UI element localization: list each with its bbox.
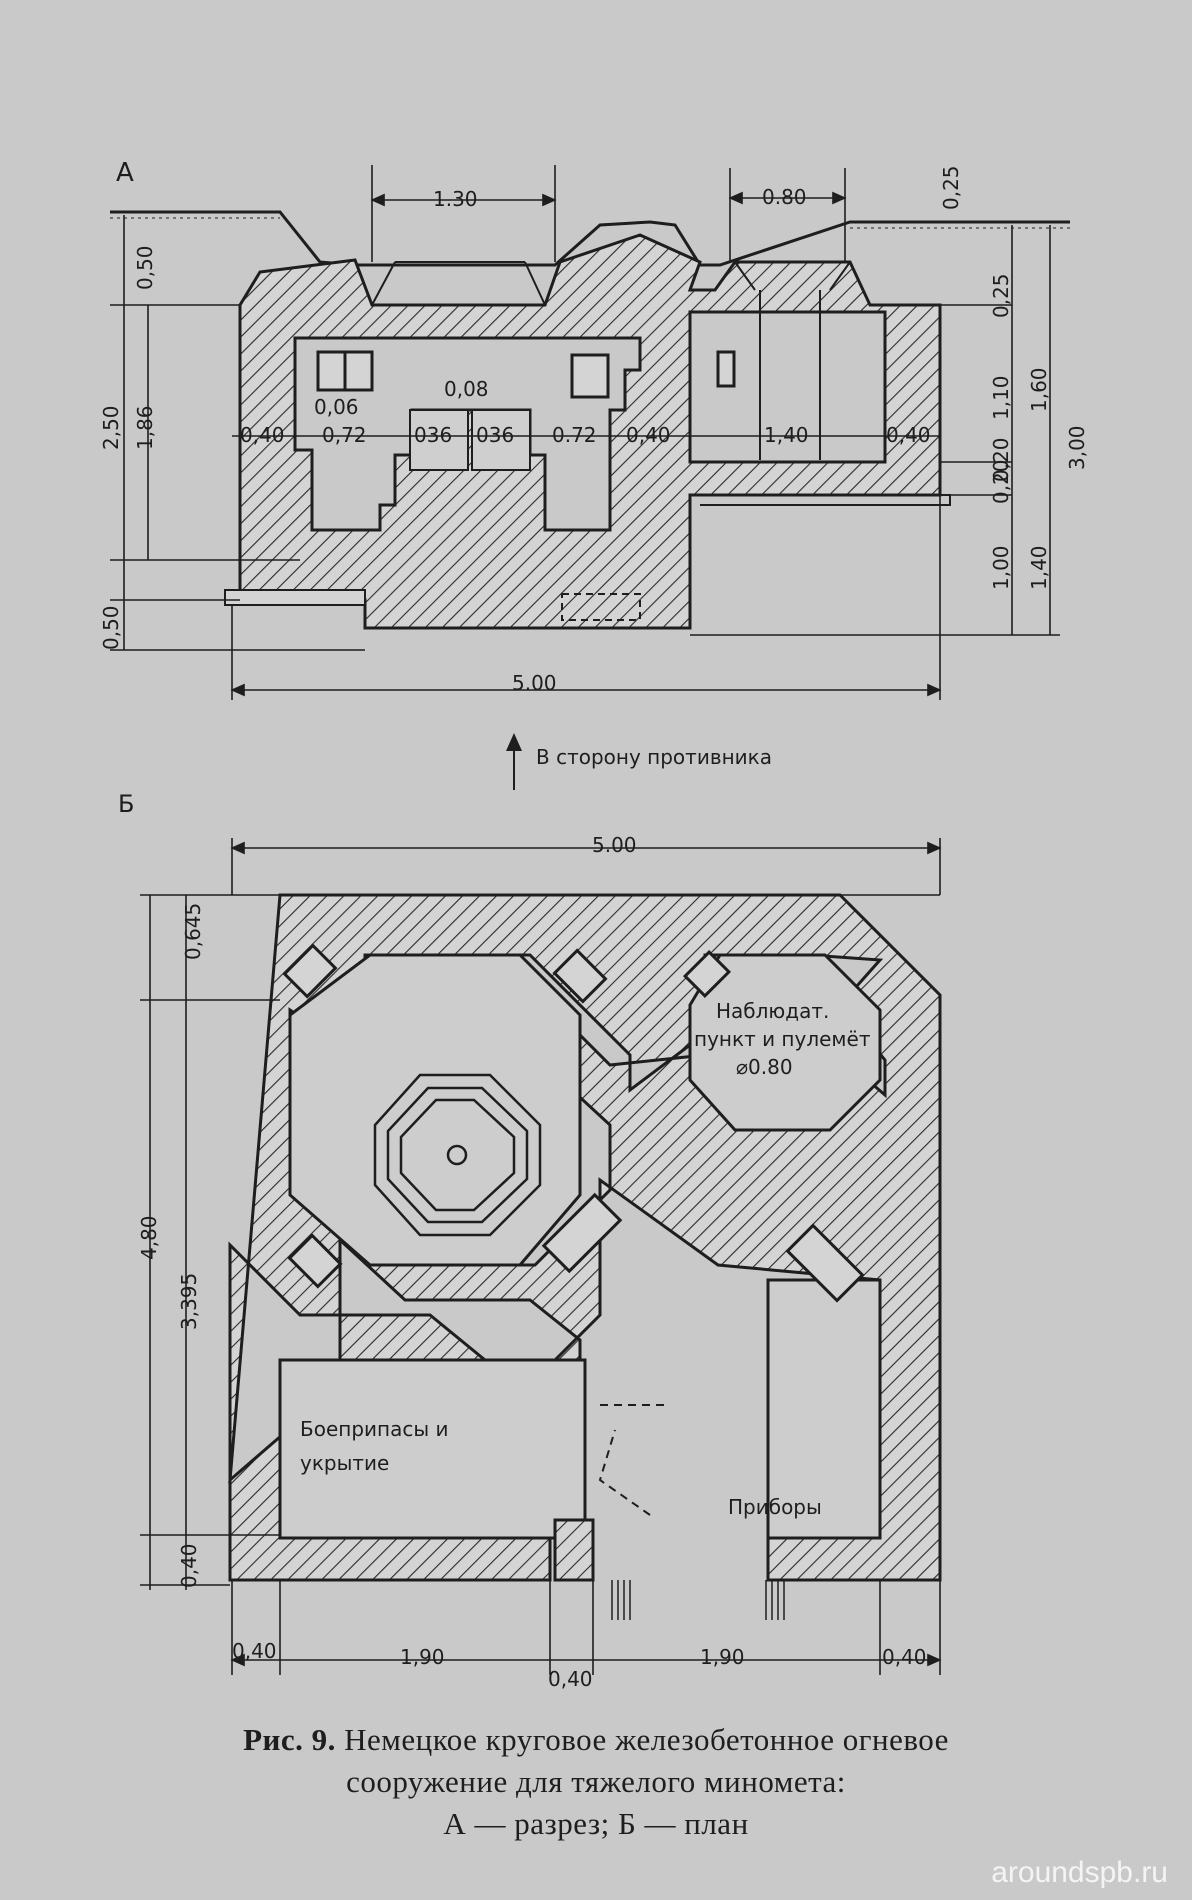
ammo-label-2: укрытие [300, 1451, 389, 1475]
dim-0-25-top: 0,25 [939, 165, 963, 210]
dim-0-72-b: 0.72 [552, 423, 597, 447]
embrasure-small [716, 350, 736, 388]
observation-label-3: ⌀0.80 [736, 1055, 793, 1079]
dim-3-395: 3,395 [177, 1273, 201, 1330]
dim-0-08: 0,08 [444, 377, 489, 401]
b-dim-labels: 5.00 0,645 4,80 3,395 0,40 0,40 1,90 0,4… [137, 833, 927, 1691]
dim-r-3-00: 3,00 [1065, 425, 1089, 470]
dim-0-06: 0,06 [314, 395, 359, 419]
ammo-room [278, 1358, 587, 1540]
observation-label-1: Наблюдат. [716, 999, 829, 1023]
dim-0-645: 0,645 [181, 903, 205, 960]
dim-b-1-90-a: 1,90 [400, 1645, 445, 1669]
dim-4-80: 4,80 [137, 1215, 161, 1260]
room-labels: Наблюдат. пункт и пулемёт ⌀0.80 Боеприпа… [300, 999, 871, 1519]
dim-0-80: 0.80 [762, 185, 807, 209]
devices-label: Приборы [728, 1495, 822, 1519]
dim-b-0-40-a: 0,40 [232, 1639, 277, 1663]
dim-0-72-a: 0,72 [322, 423, 367, 447]
dim-1-30: 1.30 [433, 187, 478, 211]
stairs [611, 1580, 785, 1620]
dim-0-40-c: 0,40 [886, 423, 931, 447]
dim-0-50-top: 0,50 [133, 245, 157, 290]
dim-r-1-40: 1,40 [1027, 545, 1051, 590]
dim-0-40-b: 0,40 [626, 423, 671, 447]
observation-post [688, 953, 882, 1132]
section-a: А [99, 158, 1089, 700]
section-a-label: А [116, 158, 134, 188]
section-b: Б [118, 790, 942, 1691]
dim-0-40-a: 0,40 [240, 423, 285, 447]
watermark: aroundspb.ru [991, 1856, 1168, 1889]
dim-0-50-bottom: 0,50 [99, 605, 123, 650]
embrasure-right [570, 353, 610, 399]
dim-r-1-00: 1,00 [989, 545, 1013, 590]
dim-r-0-25: 0,25 [989, 273, 1013, 318]
dim-b-1-90-b: 1,90 [700, 1645, 745, 1669]
a-dimensions [110, 165, 1060, 700]
dim-b-0-40-b: 0,40 [882, 1645, 927, 1669]
plan-embrasures [282, 943, 865, 1303]
dim-1-40-inner: 1,40 [764, 423, 809, 447]
dim-5-00-b: 5.00 [592, 833, 637, 857]
door-swing [598, 1404, 665, 1516]
enemy-direction-label: В сторону противника [536, 745, 772, 769]
dim-0-40-plan-left: 0,40 [177, 1543, 201, 1588]
dim-036-a: 036 [414, 423, 452, 447]
ammo-label-1: Боеприпасы и [300, 1417, 449, 1441]
devices-room [766, 1278, 882, 1540]
dim-2-50: 2,50 [99, 405, 123, 450]
dim-r-1-10: 1,10 [989, 375, 1013, 420]
dim-b-0-40-mid: 0,40 [548, 1667, 593, 1691]
dim-036-b: 036 [476, 423, 514, 447]
a-dim-labels: 1.30 0.80 0,25 0,50 2,50 1,86 0,06 0,08 … [99, 165, 1089, 695]
mortar-block-right [471, 409, 531, 471]
caption-line-1: Рис. 9. Немецкое круговое железобетонное… [0, 1722, 1192, 1758]
dim-r-0-20-a: 0,20 [989, 437, 1013, 482]
mortar-room [288, 953, 582, 1267]
b-dimensions [140, 838, 942, 1675]
mortar-platform [373, 1073, 542, 1237]
dim-5-00-a: 5.00 [512, 671, 557, 695]
door-pier [553, 1518, 595, 1582]
caption-line-2: сооружение для тяжелого миномета: [346, 1764, 846, 1799]
dim-1-86: 1,86 [133, 405, 157, 450]
observation-label-2: пункт и пулемёт [694, 1027, 871, 1051]
dim-r-0-20-b: 0,20 [989, 459, 1013, 504]
caption-text-1: Немецкое круговое железобетонное огневое [344, 1722, 949, 1757]
section-b-label: Б [118, 790, 134, 818]
caption-line-3: А — разрез; Б — план [443, 1806, 749, 1841]
hidden-chamber [561, 593, 641, 621]
ground-line [110, 210, 1070, 267]
enemy-direction: В сторону противника [506, 733, 772, 790]
dim-r-1-60: 1,60 [1027, 367, 1051, 412]
mortar-block-left [409, 409, 469, 471]
ground-texture [110, 217, 1070, 229]
figure-label: Рис. 9. [243, 1722, 336, 1757]
